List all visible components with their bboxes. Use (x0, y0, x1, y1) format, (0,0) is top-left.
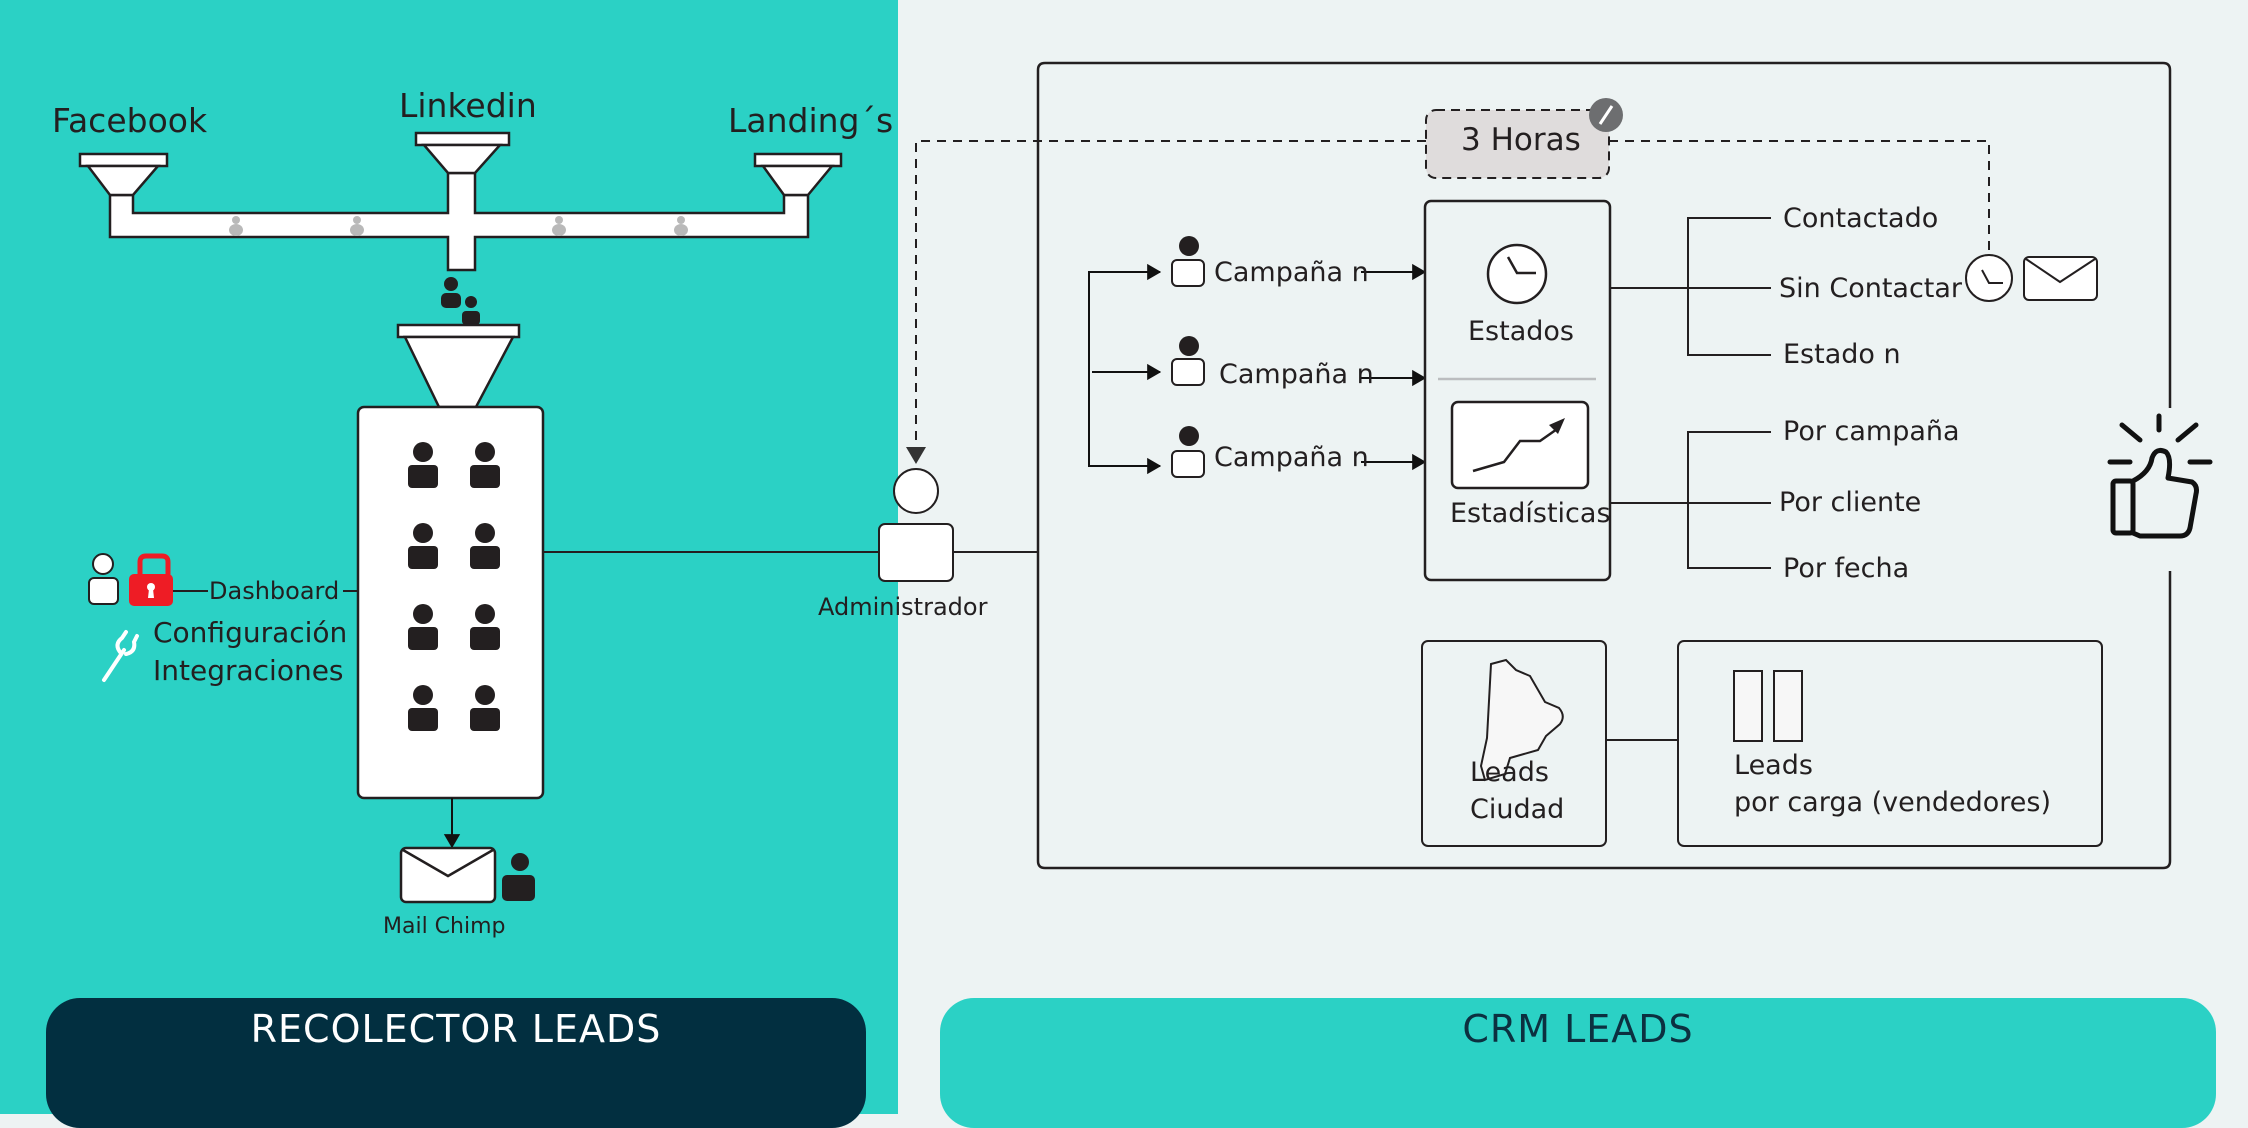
leads-database-box[interactable] (356, 405, 545, 800)
stat-item-por-campana[interactable]: Por campaña (1783, 416, 1960, 447)
timer-box[interactable] (1425, 109, 1610, 179)
stat-item-por-cliente[interactable]: Por cliente (1779, 487, 1922, 518)
bars-icon (1733, 670, 1803, 742)
campaign-label[interactable]: Campaña n (1214, 442, 1369, 473)
lead-icon (350, 216, 364, 236)
arrow-down-icon (906, 447, 926, 464)
estado-item-n[interactable]: Estado n (1783, 339, 1901, 370)
lead-icon (470, 604, 500, 650)
lead-icon (408, 685, 438, 731)
timer-label: 3 Horas (1461, 122, 1581, 158)
lead-icon (408, 442, 438, 488)
stat-item-por-fecha[interactable]: Por fecha (1783, 553, 1910, 584)
funnel-icon (414, 131, 511, 175)
collector-funnel-icon (396, 323, 521, 409)
leads-carga-line2: por carga (vendedores) (1734, 787, 2051, 818)
lead-icon (552, 216, 566, 236)
city-map-icon (1479, 658, 1564, 782)
funnel-icon (78, 152, 169, 197)
clock-icon (1486, 243, 1548, 305)
lock-icon[interactable] (129, 553, 173, 606)
funnel-icon (753, 152, 843, 197)
crm-frame (1036, 61, 2172, 870)
mail-icon[interactable] (399, 846, 497, 904)
campaign-user-icon (1171, 336, 1205, 386)
configuracion-link[interactable]: Configuración (153, 616, 348, 649)
lead-icon (470, 442, 500, 488)
reminder-mail-icon[interactable] (2023, 256, 2098, 301)
administrator-icon[interactable] (878, 468, 954, 582)
source-label-landings: Landing´s (728, 101, 894, 140)
subscriber-icon (502, 853, 535, 901)
estado-item-contactado[interactable]: Contactado (1783, 203, 1939, 234)
recolector-leads-title: RECOLECTOR LEADS (250, 1007, 662, 1051)
reminder-clock-icon (1965, 254, 2013, 302)
source-pipe (108, 171, 810, 272)
campaign-label[interactable]: Campaña n (1219, 359, 1374, 390)
campaign-user-icon (1171, 426, 1205, 478)
wrench-icon[interactable] (102, 630, 139, 682)
lead-icon (408, 604, 438, 650)
campaign-label[interactable]: Campaña n (1214, 257, 1369, 288)
estados-box[interactable] (1423, 199, 1612, 582)
reminder-dashed-line (915, 140, 1990, 452)
estado-item-sin-contactar[interactable]: Sin Contactar (1779, 273, 1963, 304)
source-label-facebook: Facebook (52, 101, 208, 140)
crm-panel (898, 0, 2248, 1114)
mailchimp-label: Mail Chimp (383, 914, 506, 939)
estados-title: Estados (1468, 316, 1574, 347)
falling-leads-icon (441, 277, 480, 325)
estadisticas-title: Estadísticas (1450, 498, 1611, 529)
lead-icon (470, 685, 500, 731)
leads-ciudad-line2: Ciudad (1470, 794, 1565, 825)
dashboard-link[interactable]: Dashboard (209, 577, 340, 605)
leads-ciudad-box[interactable] (1421, 640, 1607, 847)
recolector-leads-banner: RECOLECTOR LEADS (46, 998, 866, 1128)
thumbs-up-icon (2107, 413, 2213, 539)
user-icon (88, 553, 119, 605)
pipe-lead-icons (229, 216, 688, 236)
edit-slash-icon[interactable] (1589, 98, 1623, 132)
leads-grid (408, 442, 500, 731)
lead-icon (408, 523, 438, 569)
leads-ciudad-line1: Leads (1470, 757, 1549, 788)
source-label-linkedin: Linkedin (399, 86, 537, 125)
crm-leads-banner: CRM LEADS (940, 998, 2216, 1128)
lead-icon (674, 216, 688, 236)
integraciones-link[interactable]: Integraciones (153, 654, 344, 687)
lead-icon (470, 523, 500, 569)
chart-trend-icon (1450, 400, 1590, 490)
lead-icon (229, 216, 243, 236)
crm-leads-title: CRM LEADS (1462, 1007, 1694, 1051)
leads-carga-line1: Leads (1734, 750, 1813, 781)
leads-carga-box[interactable] (1677, 640, 2103, 847)
campaign-user-icon (1171, 236, 1205, 287)
administrator-label: Administrador (818, 593, 988, 621)
